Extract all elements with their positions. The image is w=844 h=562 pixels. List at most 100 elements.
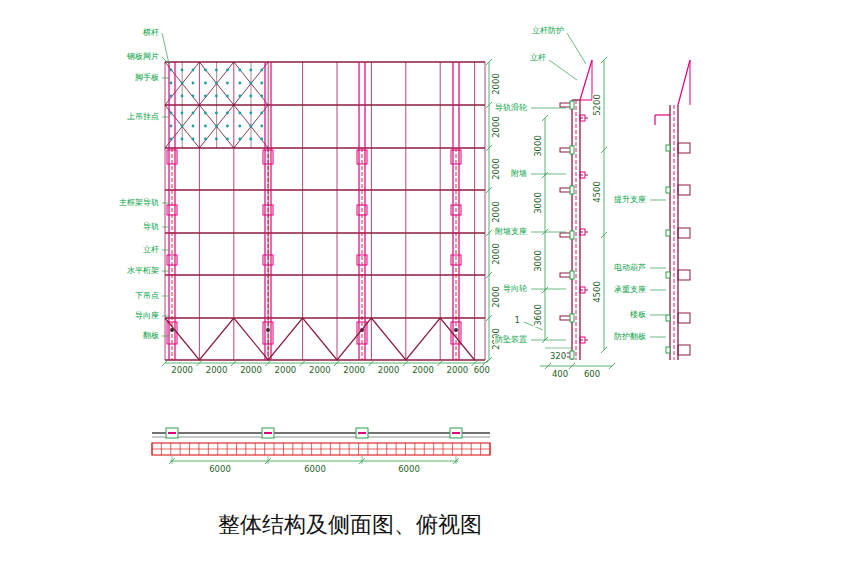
wall-support: [580, 172, 585, 178]
dimension-text: 6000: [303, 465, 327, 474]
plan-grid: [283, 443, 284, 455]
side-frame: [572, 99, 580, 100]
side-joint: [570, 186, 574, 194]
leader-line: [650, 200, 666, 201]
wall-support: [580, 115, 585, 121]
dimension-tick: [486, 59, 492, 65]
plan-rail: [152, 432, 490, 433]
dimension-tick: [542, 287, 548, 293]
mesh-dot: [215, 95, 218, 98]
plan-frame: [356, 428, 368, 438]
dimension-text: 5200: [593, 93, 602, 117]
callout-label: 脚手板: [134, 74, 160, 82]
plan-frame: [168, 432, 176, 434]
plan-grid: [152, 443, 490, 455]
top-guard: [690, 60, 691, 105]
hanging-point: [263, 150, 273, 164]
plan-grid: [377, 443, 378, 455]
guide-seat: [451, 255, 461, 265]
dimension-text: 2000: [170, 366, 194, 375]
ledger-bar: [165, 189, 485, 190]
side-joint: [666, 272, 670, 278]
mesh-dot: [238, 82, 241, 85]
mesh-dot: [260, 138, 263, 141]
plan-grid: [311, 443, 312, 455]
dimension-tick: [569, 363, 575, 369]
dimension-tick: [486, 230, 492, 236]
callout-label: 提升支座: [613, 196, 647, 204]
dimension-text: 2000: [342, 366, 366, 375]
mesh-dot: [226, 95, 229, 98]
leader-line: [567, 33, 586, 64]
leader-line: [162, 117, 169, 118]
plan-grid: [396, 443, 397, 455]
leader-line: [162, 296, 169, 297]
side-joint: [666, 315, 670, 321]
mesh-dot: [192, 125, 195, 128]
mesh-dot: [249, 125, 252, 128]
standard-pole: [485, 62, 486, 360]
side-joint: [570, 146, 574, 154]
plan-grid: [217, 443, 218, 455]
mesh-dot: [170, 138, 173, 141]
mesh-dot: [215, 125, 218, 128]
dimension-text: 4500: [593, 280, 602, 304]
leader-line: [162, 316, 169, 317]
mesh-dot: [204, 138, 207, 141]
mesh-dot: [204, 95, 207, 98]
ledger-bar: [165, 104, 485, 105]
mesh-brace: [199, 105, 233, 148]
leader-line: [162, 57, 169, 64]
lift-point: [266, 328, 270, 332]
leader-line: [531, 174, 566, 175]
mesh-dot: [226, 112, 229, 115]
mesh-dot: [170, 95, 173, 98]
standard-pole: [268, 62, 269, 360]
hanging-point: [167, 150, 177, 164]
dimension-tick: [403, 360, 409, 366]
dimension-text: 2000: [274, 366, 298, 375]
dimension-line: [165, 363, 485, 364]
standard-pole: [233, 62, 234, 360]
plan-grid: [452, 443, 453, 455]
top-guard: [580, 60, 592, 100]
leader-line: [162, 78, 169, 79]
mesh-dot: [260, 69, 263, 72]
dimension-text: 2000: [492, 285, 501, 309]
dimension-text: 2000: [492, 242, 501, 266]
plan-grid: [358, 443, 359, 455]
mesh-brace: [234, 62, 268, 105]
plan-grid: [433, 443, 434, 455]
plan-grid: [330, 443, 331, 455]
dimension-tick: [609, 363, 615, 369]
mesh-dot: [238, 112, 241, 115]
plan-grid: [321, 443, 322, 455]
callout-label: 导向轮: [502, 285, 528, 293]
dimension-tick: [486, 357, 492, 363]
mesh-dot: [238, 138, 241, 141]
dimension-line: [545, 118, 546, 340]
callout-label: 上吊挂点: [126, 113, 160, 121]
leader-line: [162, 250, 169, 251]
dimension-tick: [486, 187, 492, 193]
guide-seat: [263, 255, 273, 265]
plan-grid: [367, 443, 368, 455]
dimension-line: [604, 60, 605, 350]
plan-rail: [152, 437, 490, 438]
dimension-text: 2000: [411, 366, 435, 375]
dimension-tick: [453, 458, 459, 464]
wall-support: [580, 229, 585, 235]
dimension-text: 6000: [208, 465, 232, 474]
side-joint: [666, 230, 670, 236]
dimension-text: 2000: [492, 72, 501, 96]
leader-line: [531, 340, 566, 341]
ledger-bar: [165, 232, 485, 233]
mesh-dot: [249, 82, 252, 85]
dimension-tick: [231, 360, 237, 366]
mesh-dot: [181, 95, 184, 98]
side-joint: [666, 187, 670, 193]
plan-grid: [198, 443, 199, 455]
mesh-dot: [215, 112, 218, 115]
plan-grid: [424, 443, 425, 455]
